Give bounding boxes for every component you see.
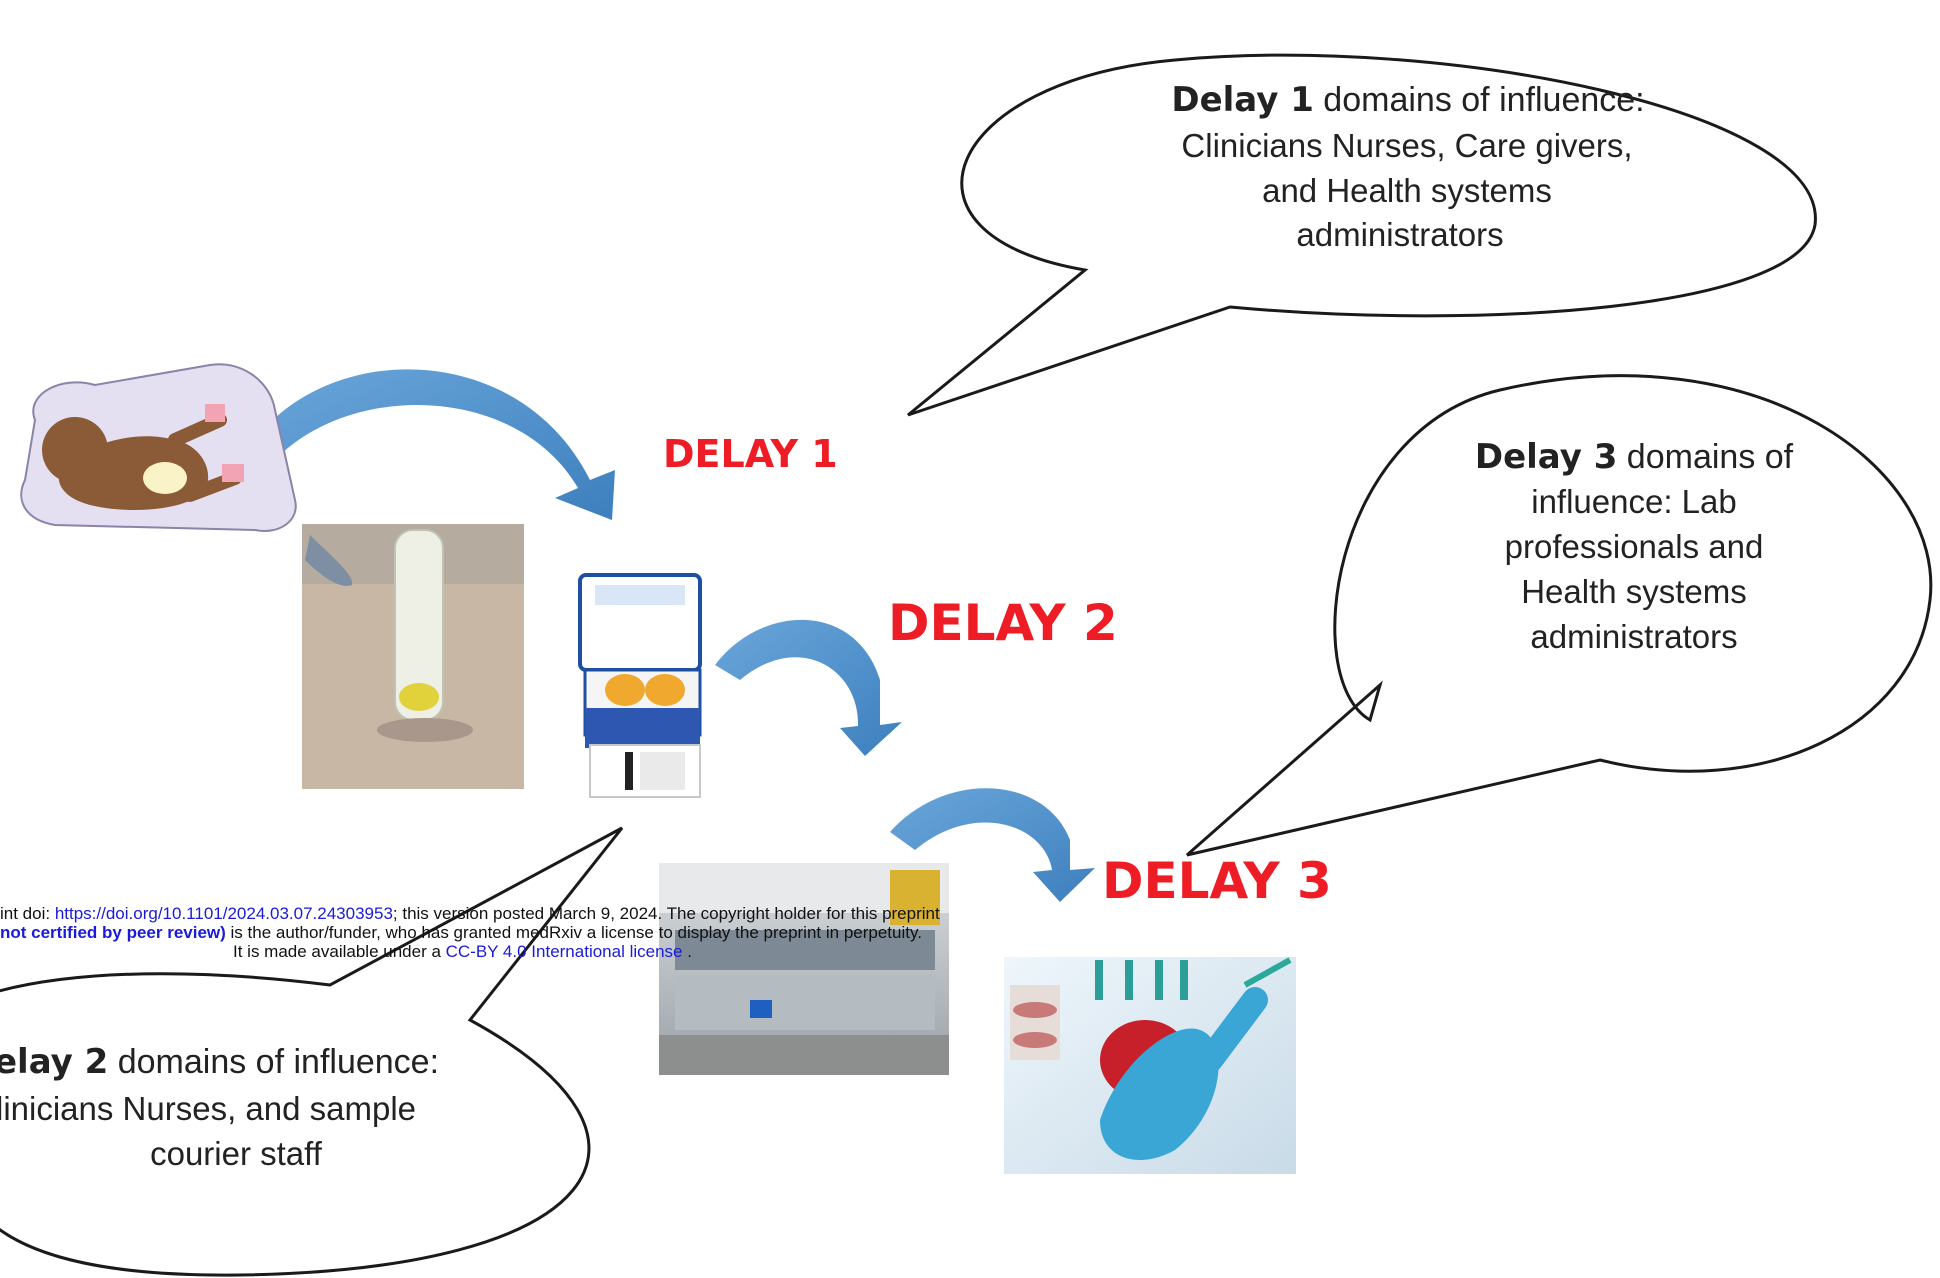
arrow-delay3 bbox=[890, 788, 1095, 902]
preprint-notice-line2: not certified by peer review) is the aut… bbox=[0, 923, 922, 942]
arrow-delay2 bbox=[715, 619, 902, 756]
delay3-bubble-line2: influence: Lab bbox=[1531, 483, 1737, 520]
delay3-speech-bubble: Delay 3 domains of influence: Lab profes… bbox=[1186, 374, 1933, 857]
delay3-label: DELAY 3 bbox=[1102, 852, 1332, 910]
delay1-bubble-line2: Clinicians Nurses, Care givers, bbox=[1181, 127, 1632, 164]
delay1-bubble-line4: administrators bbox=[1296, 216, 1503, 253]
arrow-delay1 bbox=[255, 369, 615, 520]
license-link[interactable]: CC-BY 4.0 International license bbox=[445, 942, 683, 961]
delay1-bubble-line3: and Health systems bbox=[1262, 172, 1552, 209]
sample-cool-box-photo bbox=[578, 573, 702, 798]
delay2-label: DELAY 2 bbox=[888, 594, 1118, 652]
sample-tube-photo bbox=[302, 524, 524, 789]
doi-link[interactable]: https://doi.org/10.1101/2024.03.07.24303… bbox=[54, 904, 393, 923]
delay3-bubble-line5: administrators bbox=[1530, 618, 1737, 655]
neonate-illustration bbox=[20, 363, 297, 532]
delay3-bubble-line1: Delay 3 domains of bbox=[1475, 437, 1794, 477]
laboratory-room-photo bbox=[659, 863, 949, 1075]
delay2-speech-bubble: elay 2 domains of influence: linicians N… bbox=[0, 826, 624, 1277]
delay2-bubble-line2: linicians Nurses, and sample bbox=[0, 1090, 416, 1127]
preprint-notice-line3: It is made available under a CC-BY 4.0 I… bbox=[233, 942, 692, 961]
culture-lab-photo bbox=[1004, 957, 1296, 1174]
delay2-bubble-line1: elay 2 domains of influence: bbox=[0, 1042, 439, 1082]
delay2-bubble-line3: courier staff bbox=[150, 1135, 323, 1172]
delay3-bubble-line3: professionals and bbox=[1505, 528, 1764, 565]
delay1-speech-bubble: Delay 1 domains of influence: Clinicians… bbox=[907, 53, 1817, 417]
preprint-notice-line1: int doi: https://doi.org/10.1101/2024.03… bbox=[0, 904, 940, 923]
delay1-label: DELAY 1 bbox=[663, 432, 838, 476]
delay1-bubble-line1: Delay 1 domains of influence: bbox=[1171, 80, 1644, 120]
delay3-bubble-line4: Health systems bbox=[1521, 573, 1747, 610]
